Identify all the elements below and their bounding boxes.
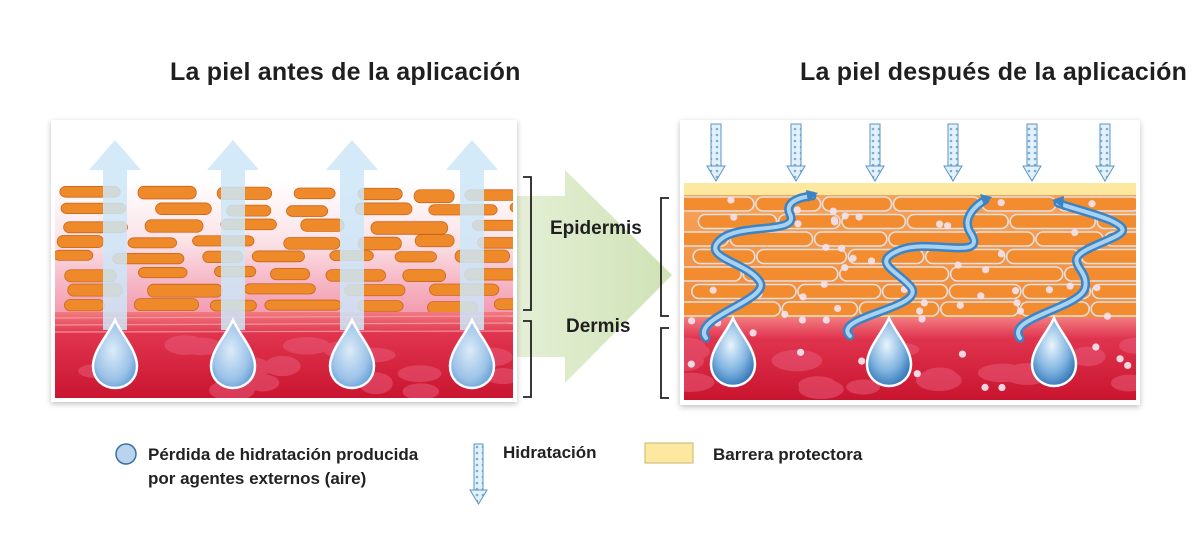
epidermis-label: Epidermis — [550, 218, 642, 239]
hydration-legend-icon — [469, 443, 488, 505]
moisture-droplets-after — [709, 314, 1078, 388]
moisture-droplets-before — [91, 316, 496, 390]
legend-loss-line2: por agentes externos (aire) — [148, 469, 367, 488]
legend-hydration: Hidratación — [503, 443, 597, 462]
hydration-arrows — [706, 123, 1115, 182]
protective-barrier — [684, 183, 1136, 195]
hydration-channels — [699, 190, 1128, 343]
title-before: La piel antes de la aplicación — [170, 58, 521, 86]
title-after: La piel después de la aplicación — [800, 58, 1188, 86]
moisture-loss-arrows — [89, 140, 498, 330]
epidermis-bracket-right — [660, 197, 669, 399]
epidermis-bracket-left — [523, 176, 532, 398]
droplet-legend-icon — [115, 443, 137, 465]
legend-barrier: Barrera protectora — [713, 445, 863, 464]
dermis-label: Dermis — [566, 316, 631, 337]
transition-arrow — [505, 170, 672, 383]
barrier-legend-icon — [644, 442, 694, 464]
legend-loss-line1: Pérdida de hidratación producida — [148, 445, 419, 464]
